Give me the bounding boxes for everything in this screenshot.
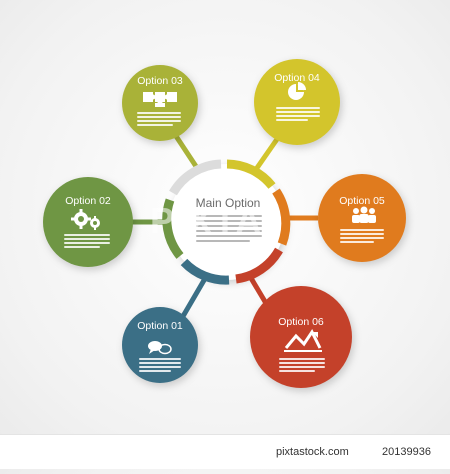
option-02-title: Option 02: [65, 195, 111, 207]
option-05-title: Option 05: [339, 195, 385, 207]
ring-segment-red: [235, 247, 283, 284]
ring-segment-orange: [272, 188, 291, 246]
people-icon: [352, 206, 376, 223]
option-02-circle: [43, 177, 133, 267]
option-06-circle: [250, 286, 352, 388]
option-06-title: Option 06: [278, 316, 324, 328]
pie-chart-icon: [288, 82, 306, 100]
footer-image-id: 20139936: [382, 446, 431, 458]
gears-icon: [71, 209, 100, 230]
ring-segment-yellow: [226, 159, 276, 189]
footer-bar: pixtastock.com 20139936: [0, 434, 450, 469]
option-03-title: Option 03: [137, 75, 183, 87]
growth-chart-icon: [284, 329, 322, 352]
ring-segment-blue: [180, 258, 230, 285]
option-04-title: Option 04: [274, 72, 320, 84]
option-01-title: Option 01: [137, 320, 183, 332]
main-option-title: Main Option: [195, 196, 261, 210]
puzzle-icon: [143, 92, 177, 107]
center-ring: [162, 159, 291, 285]
ring-segment-green: [162, 198, 184, 259]
footer-brand: pixtastock.com: [276, 446, 349, 458]
ring-segment-gray: [169, 159, 222, 196]
option-04-circle: [254, 59, 340, 145]
chat-bubbles-icon: [148, 341, 172, 355]
watermark: PIXTA: [150, 200, 264, 241]
